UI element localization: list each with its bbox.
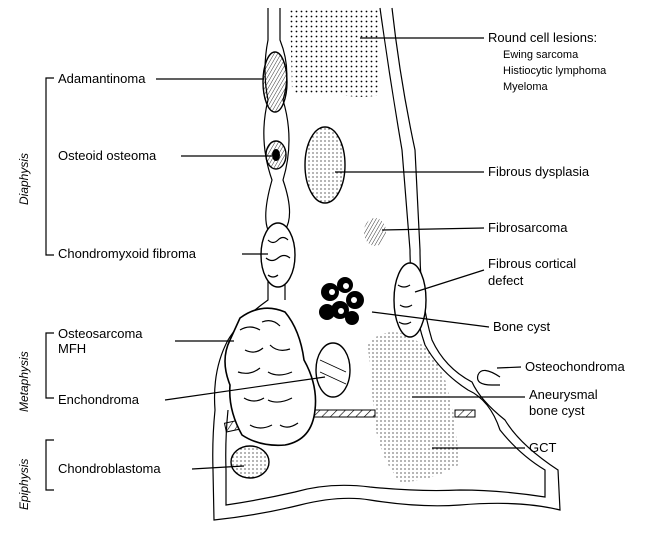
leader-fibrous-cortical-defect (414, 269, 485, 293)
osteochondroma-stalk (476, 369, 501, 386)
leader-bone-cyst (371, 311, 490, 328)
label-ewing-sarcoma: Ewing sarcoma (503, 49, 579, 61)
label-osteoid-osteoma: Osteoid osteoma (58, 148, 157, 163)
lesion-osteoid-osteoma (265, 140, 287, 170)
label-bone-cyst: Bone cyst (493, 319, 550, 334)
label-round-cell-lesions: Round cell lesions: (488, 30, 597, 45)
lesion-fibrous-dysplasia (304, 126, 346, 204)
label-fibrosarcoma: Fibrosarcoma (488, 220, 568, 235)
region-bracket-metaphysis: Metaphysis (17, 332, 54, 412)
label-gct: GCT (529, 440, 557, 455)
lesion-aneurysmal-bone-cyst-gct (368, 332, 458, 482)
lesion-fibrosarcoma (364, 218, 386, 246)
region-bracket-epiphysis: Epiphysis (17, 439, 54, 510)
label-chondromyxoid-fibroma: Chondromyxoid fibroma (58, 246, 197, 261)
label-aneurysmal: Aneurysmal (529, 387, 598, 402)
label-defect: defect (488, 273, 524, 288)
leader-enchondroma (164, 376, 326, 401)
label-fibrous-cortical: Fibrous cortical (488, 256, 576, 271)
region-label-metaphysis: Metaphysis (17, 351, 31, 412)
label-fibrous-dysplasia: Fibrous dysplasia (488, 164, 590, 179)
label-adamantinoma: Adamantinoma (58, 71, 146, 86)
region-label-diaphysis: Diaphysis (17, 153, 31, 205)
lesion-round-cell (290, 10, 380, 97)
label-osteosarcoma: Osteosarcoma (58, 326, 143, 341)
leader-chondroblastoma (191, 465, 245, 470)
lesion-chondromyxoid-fibroma (260, 222, 296, 288)
leader-fibrosarcoma (381, 227, 485, 231)
label-osteochondroma: Osteochondroma (525, 359, 625, 374)
label-chondroblastoma: Chondroblastoma (58, 461, 161, 476)
lesion-bone-cyst (319, 277, 364, 325)
region-label-epiphysis: Epiphysis (17, 459, 31, 510)
label-bone-cyst-2: bone cyst (529, 403, 585, 418)
label-enchondroma: Enchondroma (58, 392, 140, 407)
lesion-enchondroma (315, 342, 351, 398)
lesion-fibrous-cortical-defect (393, 262, 427, 338)
lesion-adamantinoma (262, 51, 288, 113)
label-myeloma: Myeloma (503, 81, 549, 93)
leader-osteochondroma (496, 366, 522, 369)
lesion-osteosarcoma (224, 307, 317, 447)
region-bracket-diaphysis: Diaphysis (17, 77, 54, 256)
label-histiocytic-lymphoma: Histiocytic lymphoma (503, 65, 607, 77)
label-mfh: MFH (58, 341, 86, 356)
lesion-chondroblastoma (230, 445, 270, 479)
